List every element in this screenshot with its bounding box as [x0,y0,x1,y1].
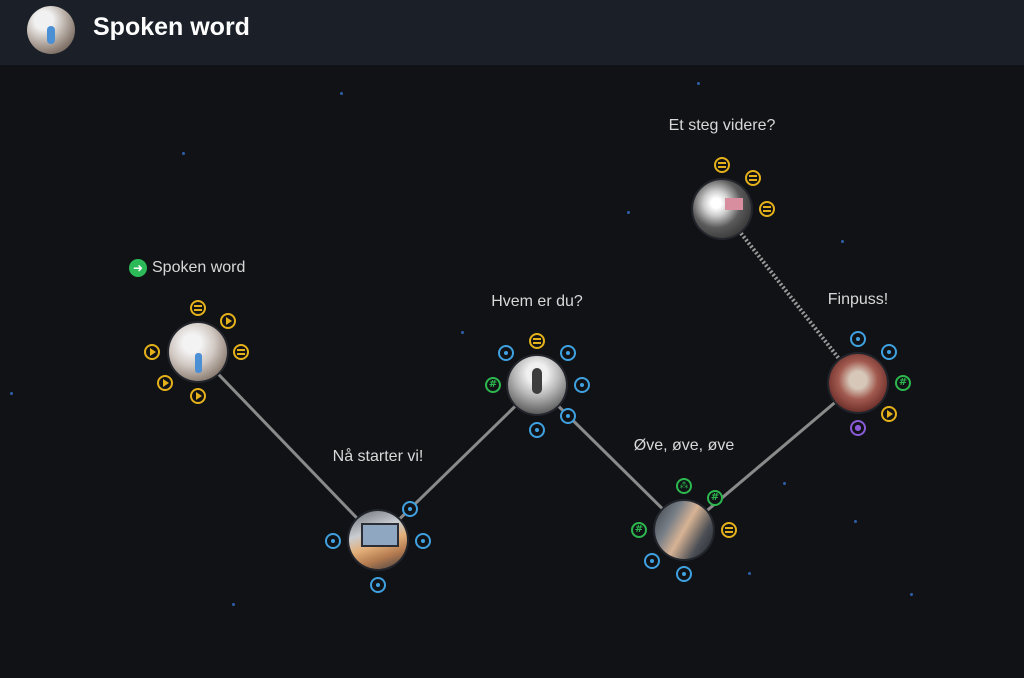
hashtag-icon[interactable]: # [631,522,647,538]
content-dot-icon[interactable] [560,345,576,361]
typewriter-icon [725,198,743,210]
star [182,152,185,155]
step-node-finpuss[interactable] [829,354,887,412]
text-content-icon[interactable] [529,333,545,349]
top-bar: Spoken word [0,0,1024,65]
content-dot-icon[interactable] [529,422,545,438]
step-label: Finpuss! [827,291,889,308]
path-segment [535,383,686,532]
star [854,520,857,523]
star [10,392,13,395]
step-label: Øve, øve, øve [633,437,735,454]
star [461,331,464,334]
play-video-icon[interactable] [157,375,173,391]
text-content-icon[interactable] [190,300,206,316]
content-dot-icon[interactable] [370,577,386,593]
step-label: Hvem er du? [491,293,583,310]
microphone-icon [47,26,55,44]
play-video-icon[interactable] [190,388,206,404]
text-content-icon[interactable] [721,522,737,538]
star [340,92,343,95]
path-segment [196,351,380,542]
hashtag-icon[interactable]: # [485,377,501,393]
step-label: Nå starter vi! [332,448,424,465]
step-node-hvem-er-du[interactable] [508,356,566,414]
content-dot-icon[interactable] [574,377,590,393]
content-dot-icon[interactable] [560,408,576,424]
star [748,572,751,575]
laptop-icon [361,523,399,547]
step-node-na-starter-vi[interactable] [349,511,407,569]
play-video-icon[interactable] [220,313,236,329]
content-dot-icon[interactable] [881,344,897,360]
text-content-icon[interactable] [233,344,249,360]
location-pin-icon[interactable]: ● [850,420,866,436]
path-segment [683,381,859,532]
star [232,603,235,606]
start-arrow-icon: ➜ [129,259,147,277]
play-video-icon[interactable] [144,344,160,360]
star [697,82,700,85]
play-video-icon[interactable] [881,406,897,422]
content-dot-icon[interactable] [415,533,431,549]
text-content-icon[interactable] [745,170,761,186]
star [783,482,786,485]
start-label: Spoken word [152,259,246,276]
star [627,211,630,214]
step-node-spoken-word[interactable] [169,323,227,381]
step-node-et-steg-videre[interactable] [693,180,751,238]
microphone-icon [195,353,202,373]
page-title: Spoken word [93,13,250,41]
share-icon[interactable]: ⁂ [676,478,692,494]
content-dot-icon[interactable] [325,533,341,549]
text-content-icon[interactable] [759,201,775,217]
content-dot-icon[interactable] [676,566,692,582]
content-dot-icon[interactable] [850,331,866,347]
step-label: Et steg videre? [668,117,776,134]
star [841,240,844,243]
step-node-ove-ove-ove[interactable] [655,501,713,559]
hashtag-icon[interactable]: # [707,490,723,506]
hashtag-icon[interactable]: # [895,375,911,391]
content-dot-icon[interactable] [498,345,514,361]
course-avatar[interactable] [27,6,75,54]
text-content-icon[interactable] [714,157,730,173]
learning-path-map: ➜ Spoken word Nå starter vi! Hvem er du?… [0,65,1024,678]
microphone-icon [532,368,542,394]
optional-path-segment [720,207,860,385]
content-dot-icon[interactable] [644,553,660,569]
star [910,593,913,596]
content-dot-icon[interactable] [402,501,418,517]
